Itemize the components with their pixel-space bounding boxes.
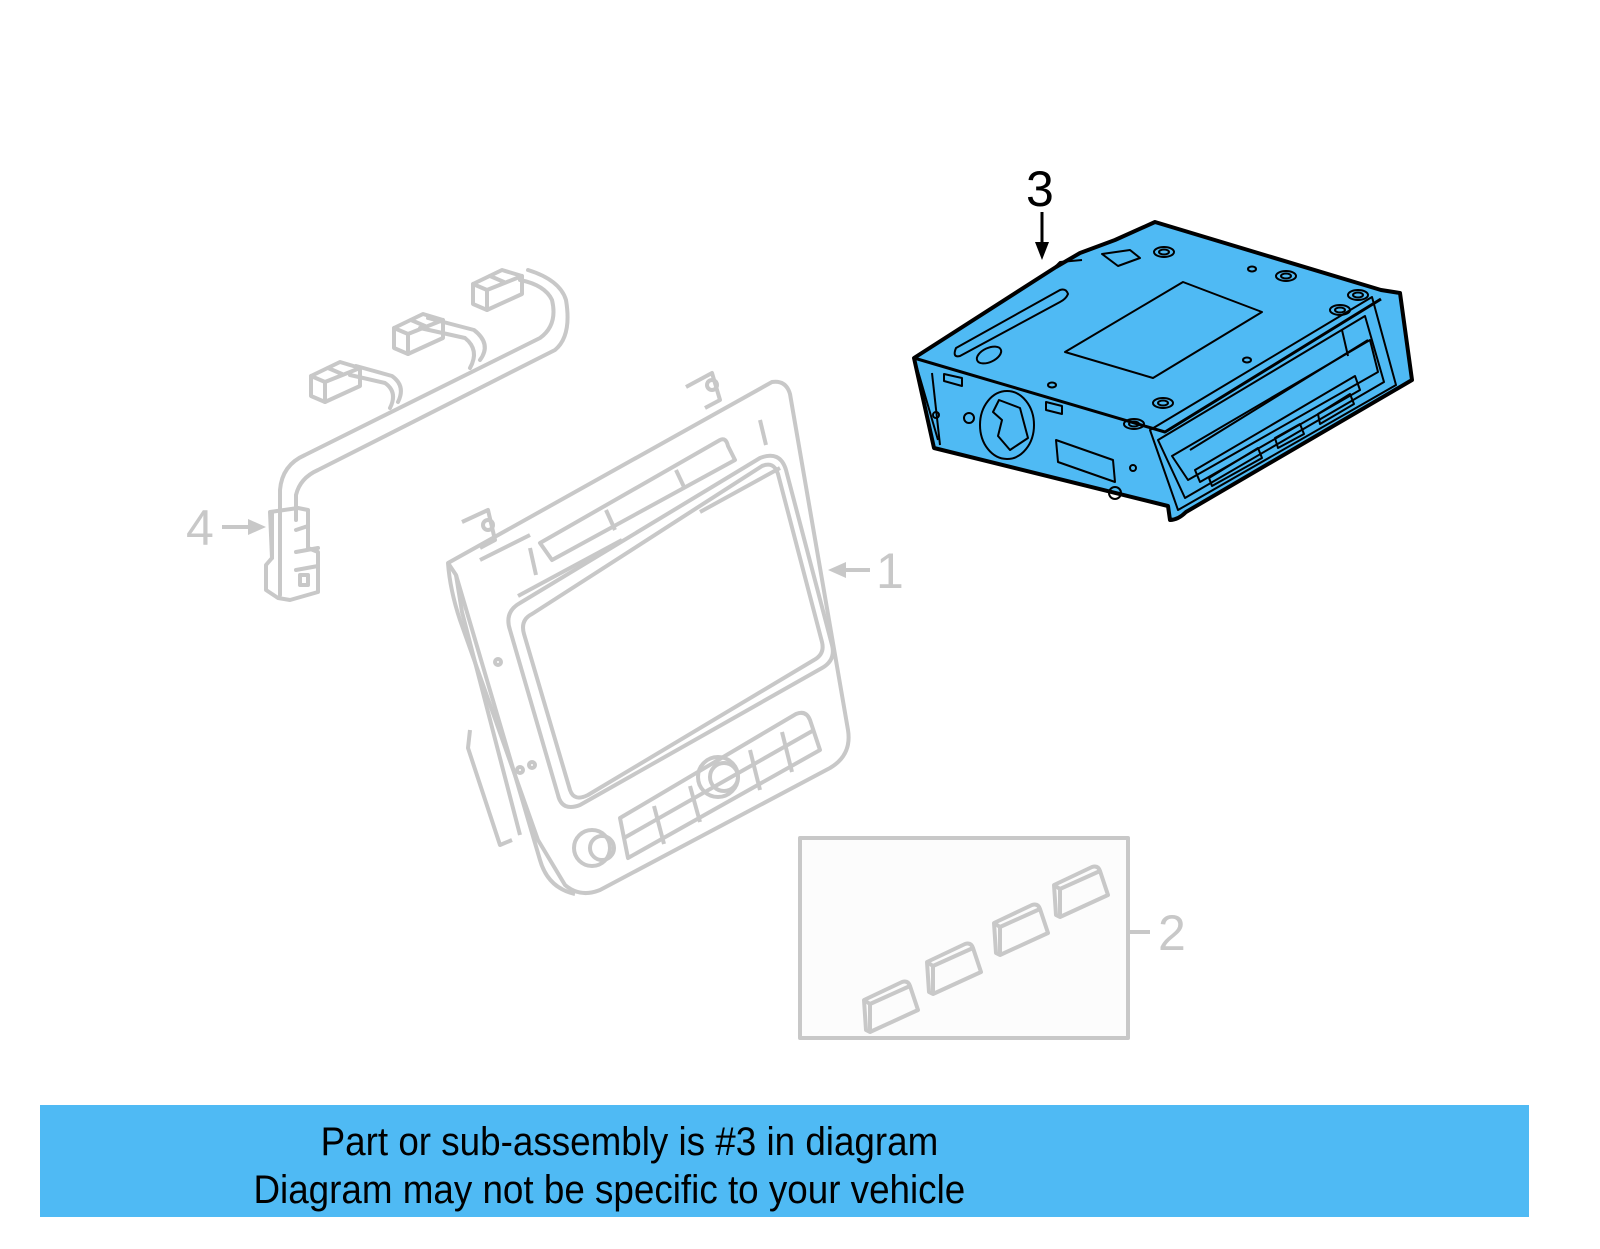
button-cap xyxy=(862,979,920,1034)
callout-arrow-1 xyxy=(828,562,870,578)
info-banner: Part or sub-assembly is #3 in diagram Di… xyxy=(40,1105,1529,1217)
callout-number-1[interactable]: 1 xyxy=(876,543,904,599)
part-4-wiring-harness[interactable] xyxy=(264,268,570,602)
part-2-button-caps-box[interactable] xyxy=(798,836,1150,1040)
button-cap xyxy=(925,941,983,996)
callout-number-2[interactable]: 2 xyxy=(1158,905,1186,961)
button-cap xyxy=(1052,864,1110,919)
banner-part-reference-text: Part or sub-assembly is #3 in diagram xyxy=(320,1120,939,1164)
callout-number-3[interactable]: 3 xyxy=(1026,161,1054,217)
callout-number-4[interactable]: 4 xyxy=(186,500,214,556)
callout-arrow-4 xyxy=(222,519,266,535)
part-3-radio-receiver-module[interactable] xyxy=(912,220,1414,522)
banner-disclaimer-text: Diagram may not be specific to your vehi… xyxy=(253,1168,966,1212)
button-cap xyxy=(992,902,1050,957)
callout-arrow-3 xyxy=(1035,212,1049,260)
part-1-radio-bezel[interactable] xyxy=(446,371,851,896)
